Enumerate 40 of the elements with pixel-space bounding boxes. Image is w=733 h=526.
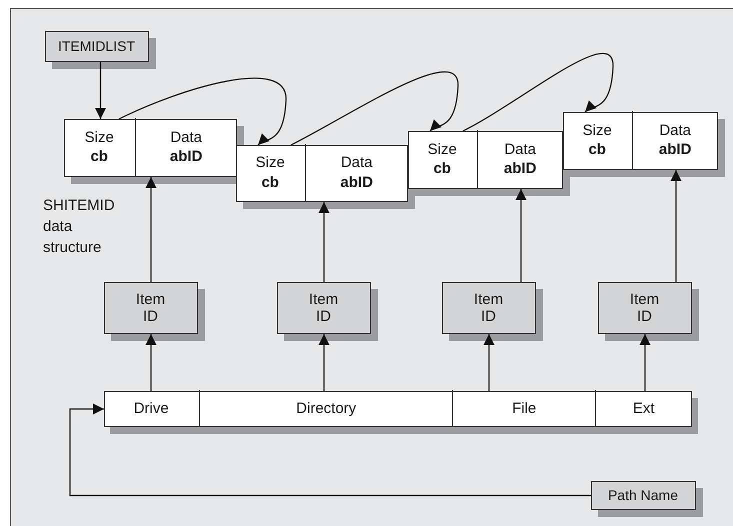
arrow [318, 334, 330, 391]
node-text: Ext [632, 400, 655, 417]
node-text: Path Name [608, 487, 678, 503]
field-type: abID [170, 147, 202, 167]
curved-arrow [118, 78, 287, 146]
arrow [516, 189, 526, 282]
arrow [318, 202, 330, 282]
arrow [146, 334, 156, 391]
field-name: Data [170, 128, 202, 148]
field-type: abID [504, 159, 536, 179]
arrow [640, 334, 650, 391]
field-name: Size [84, 128, 114, 148]
node-text: Item ID [472, 290, 504, 324]
arrow [69, 404, 591, 496]
node-text: File [512, 400, 536, 417]
field-type: abID [658, 140, 692, 160]
arrow [146, 177, 156, 282]
arrow [670, 170, 682, 282]
field-name: Data [504, 140, 536, 160]
node-text: Directory [296, 400, 356, 417]
field-name: Size [256, 153, 285, 173]
field-name: Data [659, 120, 692, 140]
curved-arrow [462, 53, 614, 132]
node-text: ITEMIDLIST [58, 38, 135, 54]
field-name: Size [582, 120, 612, 140]
arrow [484, 334, 494, 391]
field-type: cb [433, 159, 451, 179]
arrow [95, 62, 106, 119]
caption-text: SHITEMID data structure [43, 196, 116, 258]
field-type: cb [588, 140, 606, 160]
node-text: Item ID [628, 290, 660, 324]
field-type: abID [340, 172, 373, 192]
field-type: cb [90, 147, 108, 167]
field-name: Data [340, 153, 373, 173]
node-text: Item ID [308, 290, 340, 324]
field-name: Size [428, 140, 457, 160]
node-text: Item ID [134, 290, 166, 324]
curved-arrow [290, 72, 459, 146]
field-type: cb [261, 172, 279, 192]
node-text: Drive [134, 400, 169, 417]
